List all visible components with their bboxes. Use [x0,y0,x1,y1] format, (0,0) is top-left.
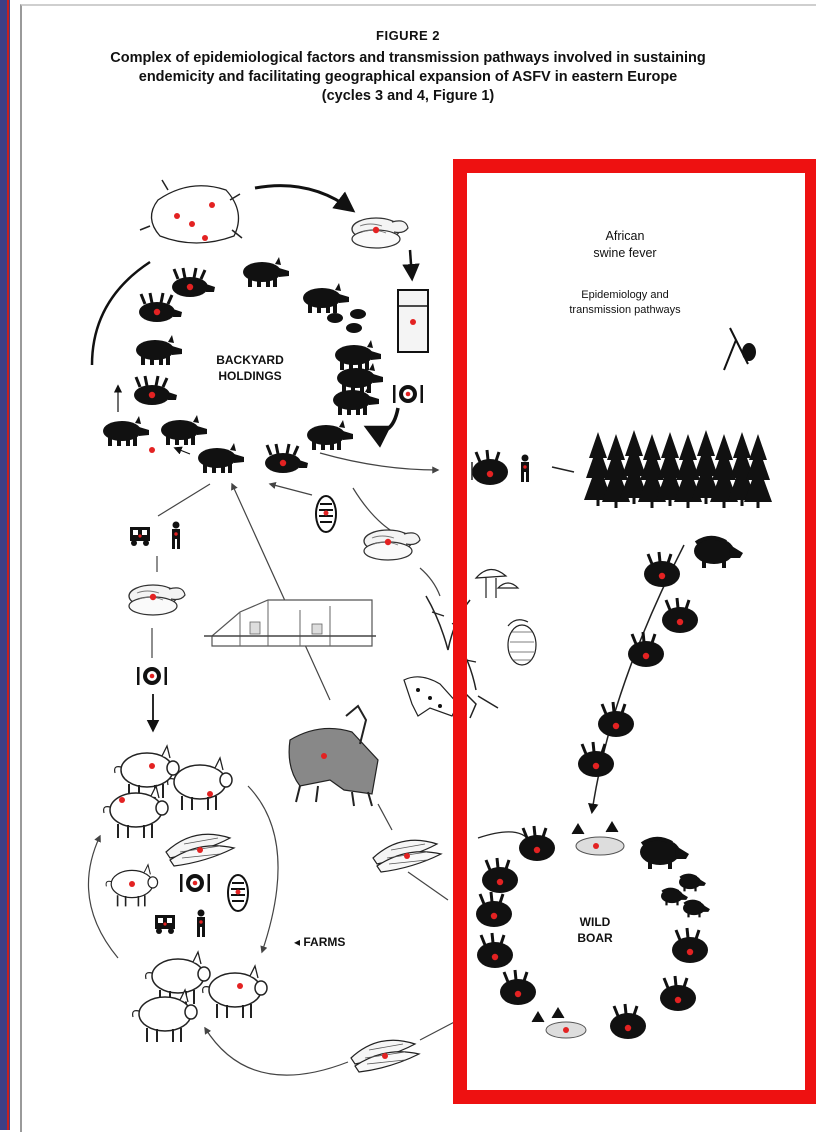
boot-icon [227,874,249,912]
refrigerator-icon [397,289,429,353]
pig-icon [307,420,353,450]
pig-icon [333,385,379,415]
figure-header: FIGURE 2 Complex of epidemiological fact… [0,28,816,106]
window-left-edge [0,0,10,1130]
pig-icon [136,335,182,365]
pig-icon [103,416,149,446]
dead-boar-icon [626,630,666,669]
highlight-box [453,159,816,1104]
dead-boar-icon [642,550,682,589]
hunter-icon [521,454,529,482]
farm-pig-icon [113,745,180,799]
panel-subtitle-line-2: transmission pathways [569,304,681,316]
plate-icon [137,667,167,685]
farm-pig-small-icon [105,863,159,908]
pig-icon [161,415,207,445]
wild-boar-label-line-2: BOAR [577,931,613,945]
pork-meat-icon [128,584,186,616]
infection-dot [149,763,155,769]
backyard-holdings-label: BACKYARD HOLDINGS [200,352,300,384]
pork-meat-icon [351,217,409,249]
pig-icon [335,340,381,370]
farms-label: ◂ FARMS [294,935,346,949]
infection-dot [119,797,125,803]
figure-title-line-3: (cycles 3 and 4, Figure 1) [321,88,495,104]
plate-icon [180,874,210,892]
farm-pig-icon [131,989,198,1043]
hunting-dog-icon [403,676,499,719]
pig-icon [303,283,349,313]
person-icon [197,909,205,937]
backyard-label-line-2: HOLDINGS [218,369,282,383]
raspberry-icon [507,619,537,666]
dead-boar-icon [576,740,616,779]
dead-boar-icon [660,596,700,635]
infection-dot [237,983,243,989]
farm-pig-icon [144,951,211,1005]
forest-icon [584,430,772,508]
transmission-arrows [87,481,463,1076]
dead-pig-icon [132,374,179,407]
panel-subtitle-line-1: Epidemiology and [581,289,669,301]
panel-title: African swine fever [540,228,710,262]
infection-dot [149,447,155,453]
pig-icon [243,257,289,287]
figure-label: FIGURE 2 [376,28,440,43]
farm-pig-icon [102,785,169,839]
plants-icon [425,595,477,691]
farm-pig-icon [201,965,268,1019]
figure-title-line-1: Complex of epidemiological factors and t… [110,50,706,66]
mushrooms-icon [474,568,520,598]
dead-pig-icon [170,266,217,299]
corn-icon [372,839,442,873]
plate-icon [393,385,423,403]
piglets-icon [327,309,366,333]
dead-boar-icon [470,448,510,487]
panel-title-line-1: African [605,229,645,243]
dead-pig-icon [263,442,310,475]
person-icon [172,521,180,549]
wild-boar-icon [692,535,745,570]
dead-pig-heap-icon [139,179,243,244]
corn-icon [350,1039,420,1073]
infection-dot [207,791,213,797]
wild-boar-label-line-1: WILD [579,915,611,929]
pig-icon [198,443,244,473]
truck-icon [155,915,175,934]
link-line [551,466,575,473]
figure-title-line-2: endemicity and facilitating geographical… [138,69,678,85]
corn-icon [165,833,235,867]
farm-buildings-icon [204,599,376,647]
dead-pig-icon [137,291,184,324]
panel-subtitle: Epidemiology and transmission pathways [530,288,720,318]
wild-boar-label: WILD BOAR [565,914,625,946]
backyard-cycle [90,184,440,474]
hunters-horses-icon [288,704,379,807]
panel-title-line-2: swine fever [593,246,657,260]
backyard-label-line-1: BACKYARD [216,353,284,367]
owl-branch-icon [723,327,756,371]
boot-icon [315,495,337,533]
pork-meat-icon [363,529,421,561]
truck-icon [130,527,150,546]
wild-boar-cycle [474,821,712,1041]
